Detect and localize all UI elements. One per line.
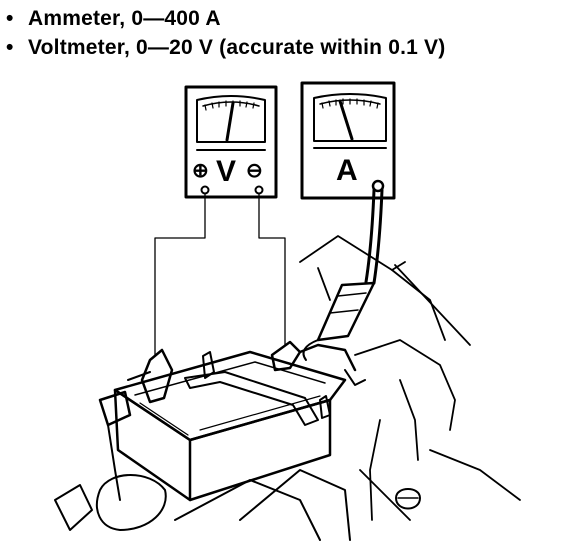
ammeter-clamp-cable — [302, 188, 384, 361]
voltmeter-negative-lead — [258, 193, 286, 346]
ammeter-clamp — [316, 281, 376, 342]
voltmeter-needle — [225, 101, 235, 142]
battery-side — [188, 398, 332, 502]
voltmeter-leads — [154, 193, 286, 356]
ammeter-case — [300, 81, 396, 200]
ammeter-spec-item: • Ammeter, 0—400 A — [6, 4, 445, 33]
battery-negative-post — [270, 340, 302, 372]
ammeter-symbol-label: A — [336, 154, 358, 187]
bullet-icon: • — [6, 36, 14, 59]
ammeter-needle — [338, 99, 354, 141]
battery-positive-post — [140, 348, 174, 404]
battery-hold-down — [184, 371, 319, 426]
ammeter-spec-label: Ammeter, 0—400 A — [28, 7, 221, 30]
voltmeter-spec-label: Voltmeter, 0—20 V (accurate within 0.1 V… — [28, 36, 446, 59]
battery-top — [113, 350, 347, 442]
ammeter: A — [300, 81, 396, 200]
ammeter-dial-face — [313, 93, 387, 142]
voltmeter-positive-terminal — [200, 185, 210, 195]
voltmeter-positive-icon: ⊕ — [192, 160, 209, 182]
voltmeter-negative-icon: ⊖ — [246, 160, 263, 182]
voltmeter: ⊕ V ⊖ — [184, 85, 278, 199]
ammeter-scale-ticks — [321, 98, 379, 109]
voltmeter-case — [184, 85, 278, 199]
reservoir-cap — [395, 488, 421, 510]
bullet-icon: • — [6, 7, 14, 30]
voltmeter-dial-face — [196, 95, 266, 143]
voltmeter-scale-arc — [202, 101, 260, 107]
voltmeter-spec-item: • Voltmeter, 0—20 V (accurate within 0.1 … — [6, 33, 445, 62]
lower-engine-parts — [54, 469, 421, 541]
battery — [98, 340, 366, 502]
engine-bay-outline — [299, 235, 521, 521]
voltmeter-positive-lead — [154, 193, 206, 356]
voltmeter-negative-terminal — [254, 185, 264, 195]
battery-front — [113, 388, 192, 502]
voltmeter-symbol-label: V — [216, 155, 236, 188]
ammeter-terminal — [371, 179, 385, 193]
equipment-spec-list: • Ammeter, 0—400 A • Voltmeter, 0—20 V (ac… — [6, 4, 445, 62]
